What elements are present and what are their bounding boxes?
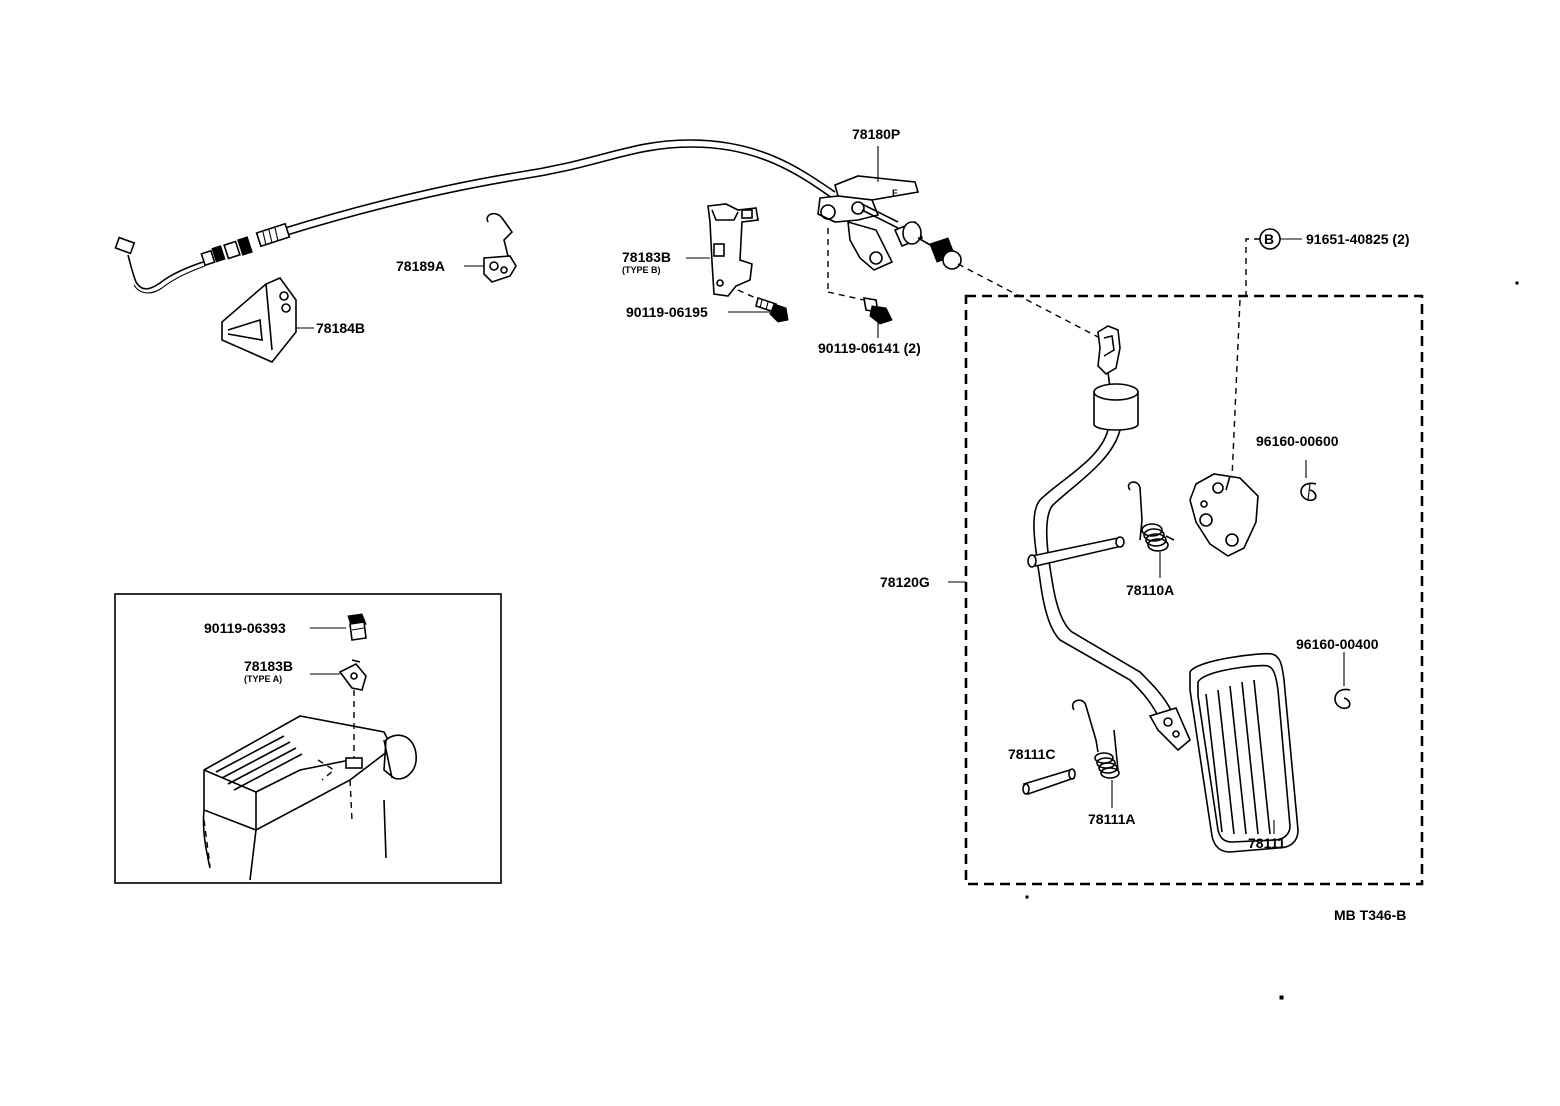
bracket-78184B: 78184B: [221, 277, 365, 363]
bracket-78183B-type-b: 78183B (TYPE B) 90119-06195: [622, 203, 789, 323]
accelerator-cable: [114, 139, 836, 294]
bracket-78180P: F 78180P: [817, 126, 962, 271]
label-78183B-type-b: 78183B: [622, 249, 671, 265]
spring-78110A: 78110A: [1126, 481, 1175, 598]
speck: [1515, 281, 1519, 285]
e-ring-96160-00600: 96160-00600: [1256, 433, 1339, 502]
spring-78111A: 78111A: [1071, 699, 1136, 827]
bolt-90119-06141: 90119-06141 (2): [818, 228, 921, 356]
label-78183B-type-a-variant: (TYPE A): [244, 674, 282, 684]
label-96160-00600: 96160-00600: [1256, 433, 1339, 449]
label-78111: 78111: [1248, 835, 1286, 851]
label-90119-06195: 90119-06195: [626, 304, 708, 320]
speck: [1025, 895, 1029, 899]
pin-78111C: 78111C: [1008, 746, 1076, 796]
clip-78189A: 78189A: [396, 212, 517, 283]
label-96160-00400: 96160-00400: [1296, 636, 1379, 652]
label-78189A: 78189A: [396, 258, 445, 274]
label-78120G: 78120G: [880, 574, 930, 590]
speck: [1279, 995, 1284, 1000]
label-91651-40825: 91651-40825 (2): [1306, 231, 1410, 247]
label-78111A: 78111A: [1088, 811, 1136, 827]
e-ring-96160-00400: 96160-00400: [1296, 636, 1379, 710]
label-90119-06141: 90119-06141 (2): [818, 340, 921, 356]
label-78111C: 78111C: [1008, 746, 1056, 762]
pedal-pivot-bracket: [1189, 473, 1259, 557]
marker-b-icon: B: [1264, 231, 1274, 247]
pedal-pad-78111: 78111: [1189, 652, 1299, 853]
pin-91651-40825: B 91651-40825 (2): [1231, 228, 1410, 479]
label-78183B-type-b-variant: (TYPE B): [622, 265, 661, 275]
label-78110A: 78110A: [1126, 582, 1174, 598]
label-90119-06393: 90119-06393: [204, 620, 286, 636]
label-78180P: 78180P: [852, 126, 900, 142]
label-78184B: 78184B: [316, 320, 365, 336]
svg-text:F: F: [892, 188, 898, 198]
label-78183B-type-a: 78183B: [244, 658, 293, 674]
inset-type-a: 90119-06393 78183B (TYPE A): [114, 593, 502, 884]
reference-code: MB T346-B: [1334, 907, 1406, 923]
pedal-assembly-group: 78120G: [880, 294, 1424, 886]
pedal-arm-78120G: [1027, 325, 1191, 752]
